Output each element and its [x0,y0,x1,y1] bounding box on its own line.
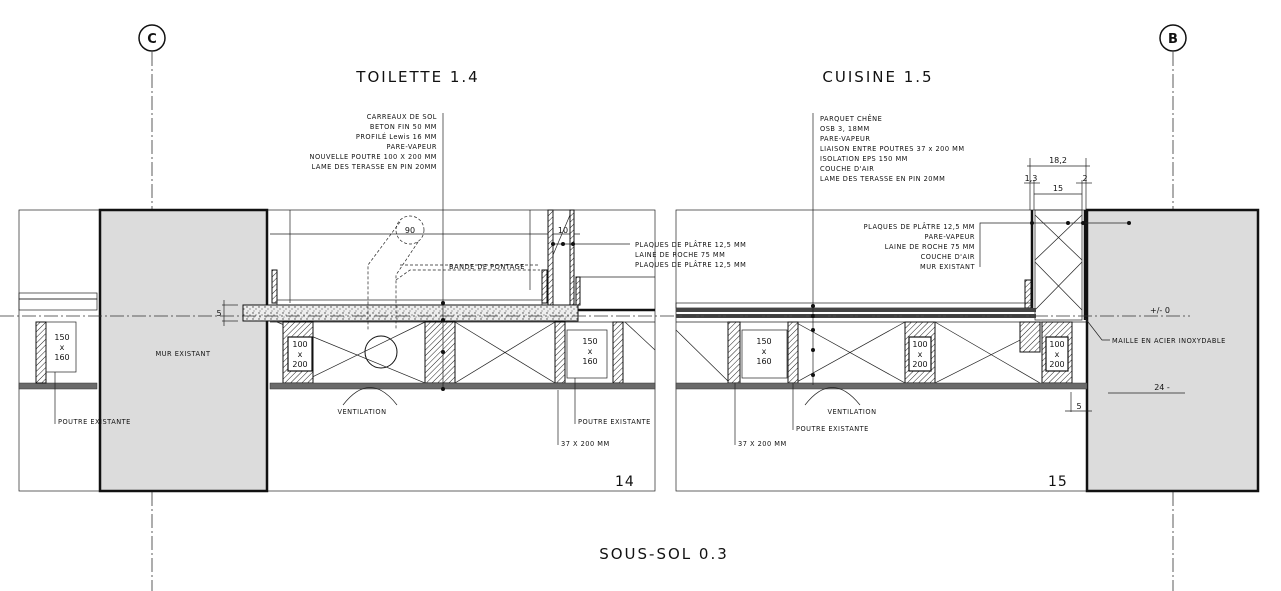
right-wall-layers: PLAQUES DE PLÂTRE 12,5 MM PARE-VAPEUR LA… [864,222,975,271]
detail-15: 150 x 160 100 x 200 100 x 200 PARQUET CH… [675,113,1260,493]
layer-label: LAINE DE ROCHE 75 MM [635,251,725,259]
dim-total: 18,2 [1049,156,1067,165]
beam-label: 100 [292,340,307,349]
existing-wall-right [1085,208,1260,493]
beam-label: 150 [54,333,69,342]
grid-marker-c: C [147,32,157,47]
beam-label: 160 [54,353,69,362]
grid-marker-b: B [1168,32,1178,47]
slab-dim-5: 5 [216,309,221,318]
label-maille: MAILLE EN ACIER INOXYDABLE [1112,337,1226,345]
beam-label: x [60,343,65,352]
label-poutre-existante: POUTRE EXISTANTE [796,425,869,433]
layer-label: CARREAUX DE SOL [367,113,437,121]
layer-label: BETON FIN 50 MM [370,123,437,131]
dim-15: 15 [1053,184,1063,193]
layer-label: PLAQUES DE PLÂTRE 12,5 MM [864,222,975,231]
beam-label: x [298,350,303,359]
label-poutre-existante: POUTRE EXISTANTE [58,418,131,426]
beam-label: x [588,347,593,356]
layer-label: NOUVELLE POUTRE 100 X 200 MM [310,153,437,161]
label-joist: 37 X 200 MM [738,440,787,448]
layer-label: OSB 3, 18MM [820,125,870,133]
wall-dim-10: 10 [558,226,568,235]
detail-number-14: 14 [615,474,635,490]
left-floor-layers: CARREAUX DE SOL BETON FIN 50 MM PROFILÉ … [310,113,437,171]
beam-label: x [762,347,767,356]
pipe-dim-90: 90 [405,226,415,235]
label-poutre-existante: POUTRE EXISTANTE [578,418,651,426]
beam-label: 160 [756,357,771,366]
detail-14: 150 x 160 MUR EXISTANT POUTRE EXISTANTE … [18,113,746,493]
layer-label: PLAQUES DE PLÂTRE 12,5 MM [635,240,746,249]
layer-label: LIAISON ENTRE POUTRES 37 x 200 MM [820,145,965,153]
layer-label: PARE-VAPEUR [925,233,975,241]
beam-label: 200 [1049,360,1064,369]
room-title-toilette: TOILETTE 1.4 [355,68,479,86]
label-mur-existant: MUR EXISTANT [156,350,211,358]
beam-label: x [1055,350,1060,359]
level-zero: +/- 0 [1150,306,1170,315]
level-24: 24 - [1154,383,1170,392]
right-floor-layers: PARQUET CHÊNE OSB 3, 18MM PARE-VAPEUR LI… [820,114,965,183]
beam-label: 200 [912,360,927,369]
beam-label: 200 [292,360,307,369]
beam-label: x [918,350,923,359]
room-title-sous-sol: SOUS-SOL 0.3 [599,545,729,563]
label-ventilation: VENTILATION [828,408,877,416]
layer-label: COUCHE D'AIR [921,253,975,261]
layer-label: PARE-VAPEUR [820,135,870,143]
existing-wall-left [98,208,269,493]
layer-label: PARQUET CHÊNE [820,114,882,123]
wall-dimensions: 18,2 15 1,3 2 5 [1024,156,1092,412]
dim-2: 2 [1082,174,1087,183]
beam-label: 100 [1049,340,1064,349]
dim-5: 5 [1076,402,1081,411]
left-wall-layers: PLAQUES DE PLÂTRE 12,5 MM LAINE DE ROCHE… [635,240,746,269]
beam-label: 160 [582,357,597,366]
label-joist: 37 X 200 MM [561,440,610,448]
layer-label: PROFILÉ Lewis 16 MM [356,132,437,141]
layer-label: ISOLATION EPS 150 MM [820,155,908,163]
dim-1-3: 1,3 [1025,174,1038,183]
detail-number-15: 15 [1048,474,1068,490]
layer-label: MUR EXISTANT [920,263,975,271]
beam-label: 150 [756,337,771,346]
beam-label: 150 [582,337,597,346]
label-ventilation: VENTILATION [338,408,387,416]
label-bande-de-pontage: BANDE DE PONTAGE [449,263,525,271]
layer-label: PLAQUES DE PLÂTRE 12,5 MM [635,260,746,269]
layer-label: COUCHE D'AIR [820,165,874,173]
layer-label: PARE-VAPEUR [387,143,437,151]
room-title-cuisine: CUISINE 1.5 [822,68,933,86]
layer-label: LAME DES TERASSE EN PIN 20MM [820,175,945,183]
layer-label: LAME DES TERASSE EN PIN 20MM [312,163,437,171]
layer-label: LAINE DE ROCHE 75 MM [885,243,975,251]
beam-label: 100 [912,340,927,349]
